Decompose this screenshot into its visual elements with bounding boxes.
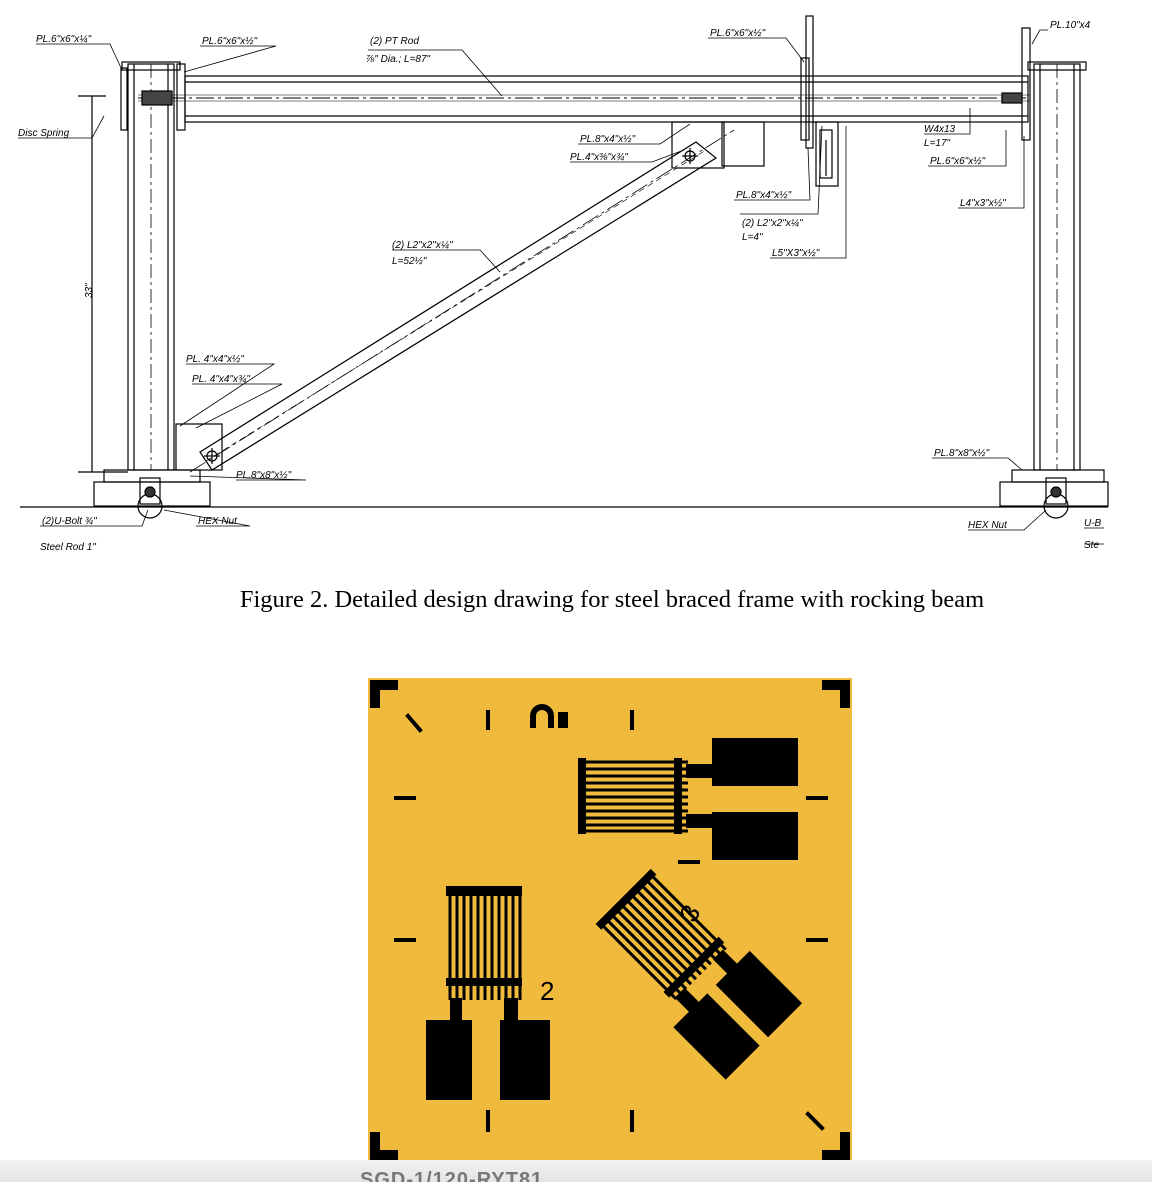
label-pl-4x3-a: PL.4"x⅜"x¾"	[570, 152, 628, 163]
label-pl-4x4-b: PL. 4"x4"x¾"	[192, 374, 250, 385]
label-dim-33: 33"	[84, 283, 95, 298]
figure-caption: Figure 2. Detailed design drawing for st…	[239, 586, 985, 613]
omega-logo-icon	[530, 704, 568, 728]
label-disc-spring: Disc Spring	[18, 128, 70, 139]
lower-gusset	[175, 423, 223, 471]
label-l5x3: L5"X3"x½"	[772, 248, 820, 259]
gauge-grid-2	[426, 886, 550, 1100]
label-pl-top-right: PL.10"x4	[1050, 20, 1091, 31]
label-pl-4x4-a: PL. 4"x4"x½"	[186, 354, 244, 365]
gauge-grid-3	[595, 868, 803, 1080]
label-pl-8x4-b: PL.8"x4"x½"	[736, 190, 792, 201]
label-ub-right: U-B	[1084, 518, 1102, 529]
grid-number-2: 2	[540, 976, 554, 1006]
label-w4-1: W4x13	[924, 124, 956, 135]
frame-design-drawing: PL.6"x6"x¼" PL.6"x6"x½" (2) PT Rod ⅞" Di…	[18, 15, 1109, 553]
label-brace-2: L=52½"	[392, 256, 427, 267]
label-pl-top-mid: PL.6"x6"x½"	[710, 28, 766, 39]
label-pl-8x8-left: PL.8"x8"x½"	[236, 470, 292, 481]
gauge-grid-1	[578, 738, 798, 860]
rocking-beam	[184, 75, 1029, 123]
label-pt-rod-2: ⅞" Dia.; L=87"	[366, 54, 431, 65]
label-l2-short-2: L=4"	[742, 232, 763, 243]
label-pl-8x4-a: PL.8"x4"x½"	[580, 134, 636, 145]
label-pt-rod-1: (2) PT Rod	[370, 36, 419, 47]
label-l4x3: L4"x3"x½"	[960, 198, 1006, 209]
label-pl-8x8-right: PL.8"x8"x½"	[934, 448, 990, 459]
label-hex-nut-left: HEX Nut	[198, 516, 238, 527]
upper-gusset	[671, 121, 725, 169]
label-brace-1: (2) L2"x2"x¼"	[392, 239, 453, 251]
strain-gauge-image: 2 3	[368, 678, 852, 1162]
label-hex-nut-right: HEX Nut	[968, 520, 1008, 531]
label-w4-2: L=17"	[924, 138, 951, 149]
cropped-footer-text: SGD-1/120-RYT81	[0, 1160, 1152, 1182]
gauge-model-text: SGD-1/120-RYT81	[360, 1169, 544, 1182]
label-ste-right: Ste	[1084, 540, 1099, 551]
label-ubolt: (2)U-Bolt ¾"	[42, 516, 97, 527]
label-steel-rod: Steel Rod 1"	[40, 542, 96, 553]
right-base-plate	[1011, 469, 1105, 483]
label-l2-short-1: (2) L2"x2"x¼"	[742, 217, 803, 229]
label-pl-6x6-right: PL.6"x6"x½"	[930, 156, 986, 167]
label-pl-top-left-col: PL.6"x6"x¼"	[36, 33, 92, 45]
label-pl-top-left-2: PL.6"x6"x½"	[202, 36, 258, 47]
diagonal-brace	[199, 141, 718, 471]
disc-spring	[141, 90, 173, 106]
